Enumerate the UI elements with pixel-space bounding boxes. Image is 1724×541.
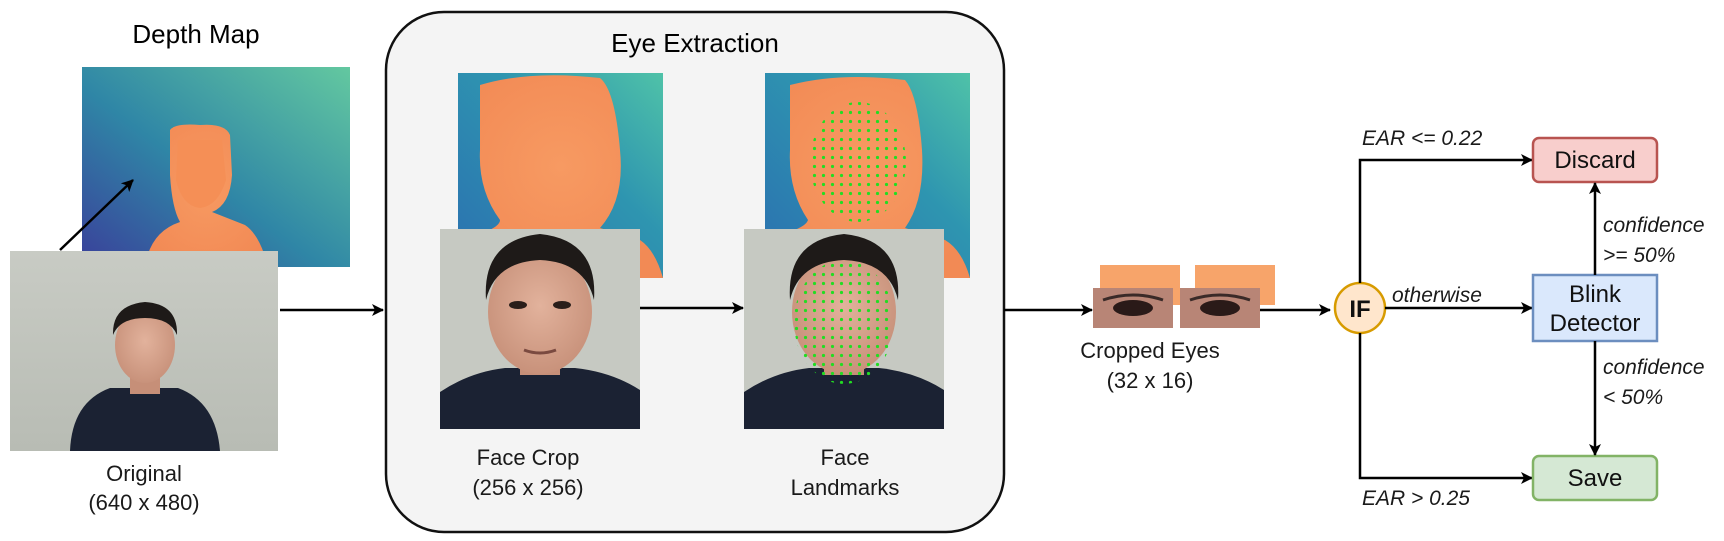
otherwise-condition: otherwise [1392,284,1482,307]
original-to-depth-arrow [59,179,134,251]
blink-detector-label-1: Blink [1569,281,1622,308]
ear-low-condition: EAR <= 0.22 [1362,127,1483,150]
discard-label: Discard [1554,147,1635,174]
if-label: IF [1349,296,1370,323]
save-label: Save [1568,465,1623,492]
face-landmarks-label-2: Landmarks [791,475,900,500]
face-landmarks-image [744,229,944,429]
cropped-eyes-label: Cropped Eyes [1080,338,1219,363]
confidence-low-label-1: confidence [1603,356,1705,379]
original-image [10,251,278,451]
ear-high-condition: EAR > 0.25 [1362,487,1470,510]
blink-detector-label-2: Detector [1550,310,1641,337]
face-crop-size: (256 x 256) [472,475,583,500]
original-label: Original [106,461,182,486]
confidence-high-label-2: >= 50% [1603,244,1675,267]
confidence-high-label-1: confidence [1603,214,1705,237]
face-landmarks-label-1: Face [821,445,870,470]
eye-extraction-title: Eye Extraction [611,28,779,58]
cropped-eyes-image [1093,265,1275,328]
face-crop-label: Face Crop [477,445,580,470]
original-size: (640 x 480) [88,490,199,515]
face-crop-image [440,229,640,429]
if-to-discard-branch [1358,154,1533,283]
depth-map-title: Depth Map [132,19,259,49]
save-box [1531,454,1659,502]
cropped-eyes-size: (32 x 16) [1107,368,1194,393]
depth-map-image [82,67,350,267]
confidence-low-label-2: < 50% [1603,386,1663,409]
if-to-save-branch [1358,333,1533,484]
blink-detector-box [1531,273,1659,343]
